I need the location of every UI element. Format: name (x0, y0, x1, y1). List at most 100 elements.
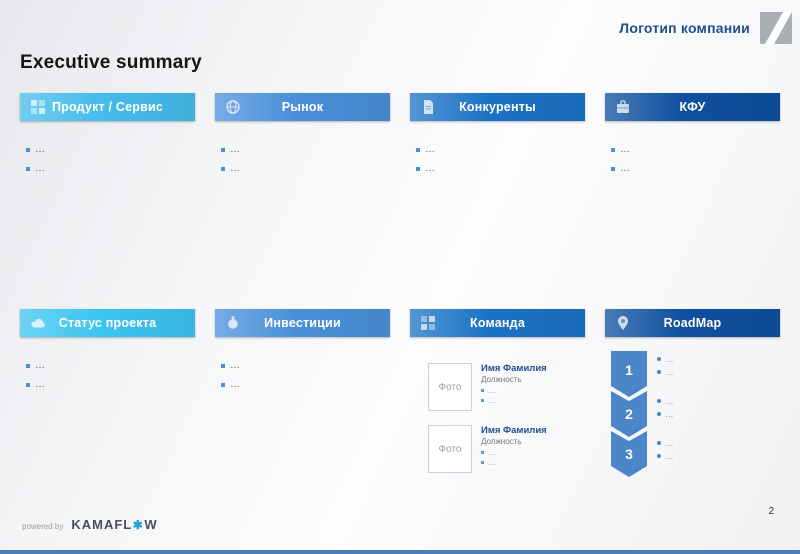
bullet-text: … (620, 144, 630, 155)
roadmap-steps: 1 2 3 … … … … … … (605, 351, 780, 493)
bullet-item: … (221, 145, 390, 155)
section-investments: Инвестиции … … (215, 309, 390, 493)
top-sections-row: Продукт / Сервис … … Рынок … … (20, 93, 780, 174)
bullet-text: … (488, 386, 496, 395)
roadmap-step-1-bullets: … … (657, 355, 674, 376)
bullet-marker (416, 167, 420, 171)
bullet-marker (416, 148, 420, 152)
bullet-marker (26, 364, 30, 368)
bullet-text: … (230, 379, 240, 390)
roadmap-step-3-chevron: 3 (611, 431, 647, 477)
roadmap-step-2-chevron: 2 (611, 391, 647, 437)
section-product: Продукт / Сервис … … (20, 93, 195, 174)
bullet-item: … (26, 164, 195, 174)
bullet-item: … (657, 439, 674, 447)
photo-placeholder: Фото (428, 425, 472, 473)
section-competitors: Конкуренты … … (410, 93, 585, 174)
member-bullets: … … (481, 449, 547, 466)
gear-icon: ✱ (132, 517, 144, 532)
section-kfu: КФУ … … (605, 93, 780, 174)
company-logo-area: Логотип компании (619, 12, 792, 44)
section-bullets: … … (215, 361, 390, 390)
section-header-market: Рынок (215, 93, 390, 121)
bullet-text: … (230, 163, 240, 174)
bullet-text: … (35, 163, 45, 174)
member-role: Должность (481, 437, 522, 446)
briefcase-icon (617, 100, 629, 113)
bullet-item: … (657, 410, 674, 418)
page-title: Executive summary (20, 52, 202, 73)
bullet-item: … (611, 164, 780, 174)
competitors-document-icon (424, 100, 433, 114)
bullet-marker (221, 383, 225, 387)
roadmap-step-1-chevron: 1 (611, 351, 647, 397)
bullet-text: … (425, 144, 435, 155)
map-pin-icon (618, 316, 628, 330)
brand-text-suffix: W (144, 517, 158, 532)
company-logo-icon (760, 12, 792, 44)
bullet-text: … (665, 367, 674, 377)
photo-placeholder: Фото (428, 363, 472, 411)
member-role: Должность (481, 375, 522, 384)
bullet-item: … (221, 164, 390, 174)
section-roadmap: RoadMap 1 2 3 … … … … … … (605, 309, 780, 493)
powered-by-label: powered by (22, 522, 64, 531)
bullet-marker (26, 148, 30, 152)
bullet-item: … (657, 452, 674, 460)
step-number: 1 (625, 362, 633, 378)
section-label: Команда (470, 316, 525, 330)
section-bullets: … … (410, 145, 585, 174)
bullet-text: … (230, 144, 240, 155)
section-header-kfu: КФУ (605, 93, 780, 121)
section-header-roadmap: RoadMap (605, 309, 780, 337)
team-member: Фото Имя Фамилия Должность … … (428, 425, 585, 473)
section-label: RoadMap (663, 316, 722, 330)
bullet-text: … (488, 458, 496, 467)
bullet-text: … (620, 163, 630, 174)
page-number: 2 (768, 506, 774, 517)
section-bullets: … … (20, 145, 195, 174)
bullet-marker (611, 167, 615, 171)
bullet-marker (657, 454, 661, 458)
bullet-item: … (221, 361, 390, 371)
bullet-text: … (488, 396, 496, 405)
bullet-item: … (26, 361, 195, 371)
section-label: Конкуренты (459, 100, 536, 114)
bullet-item: … (221, 380, 390, 390)
bullet-marker (221, 364, 225, 368)
section-market: Рынок … … (215, 93, 390, 174)
team-icon (421, 316, 435, 330)
member-info: Имя Фамилия Должность … … (481, 425, 547, 473)
powered-by-area: powered by KAMAFL✱W (22, 517, 158, 532)
bullet-marker (221, 148, 225, 152)
market-globe-icon (226, 100, 240, 114)
team-member: Фото Имя Фамилия Должность … … (428, 363, 585, 411)
bullet-marker (481, 389, 484, 392)
bullet-text: … (665, 354, 674, 364)
bottom-sections-row: Статус проекта … … Инвестиции … … (20, 309, 780, 493)
bullet-item: … (611, 145, 780, 155)
section-bullets: … … (20, 361, 195, 390)
bullet-marker (657, 399, 661, 403)
brand-text-prefix: KAMAFL (71, 517, 133, 532)
bullet-text: … (230, 360, 240, 371)
bullet-marker (611, 148, 615, 152)
section-bullets: … … (215, 145, 390, 174)
section-header-product: Продукт / Сервис (20, 93, 195, 121)
bullet-marker (481, 399, 484, 402)
bullet-marker (221, 167, 225, 171)
member-info: Имя Фамилия Должность … … (481, 363, 547, 411)
section-team: Команда Фото Имя Фамилия Должность … … (410, 309, 585, 493)
bullet-item: … (481, 449, 547, 456)
bullet-marker (481, 451, 484, 454)
section-bullets: … … (605, 145, 780, 174)
bullet-item: … (26, 145, 195, 155)
roadmap-step-2-bullets: … … (657, 397, 674, 418)
section-header-investments: Инвестиции (215, 309, 390, 337)
bullet-item: … (416, 145, 585, 155)
bullet-marker (657, 412, 661, 416)
status-cloud-icon (31, 318, 45, 328)
kamaflow-logo: KAMAFL✱W (71, 517, 157, 532)
section-header-project-status: Статус проекта (20, 309, 195, 337)
bullet-item: … (26, 380, 195, 390)
